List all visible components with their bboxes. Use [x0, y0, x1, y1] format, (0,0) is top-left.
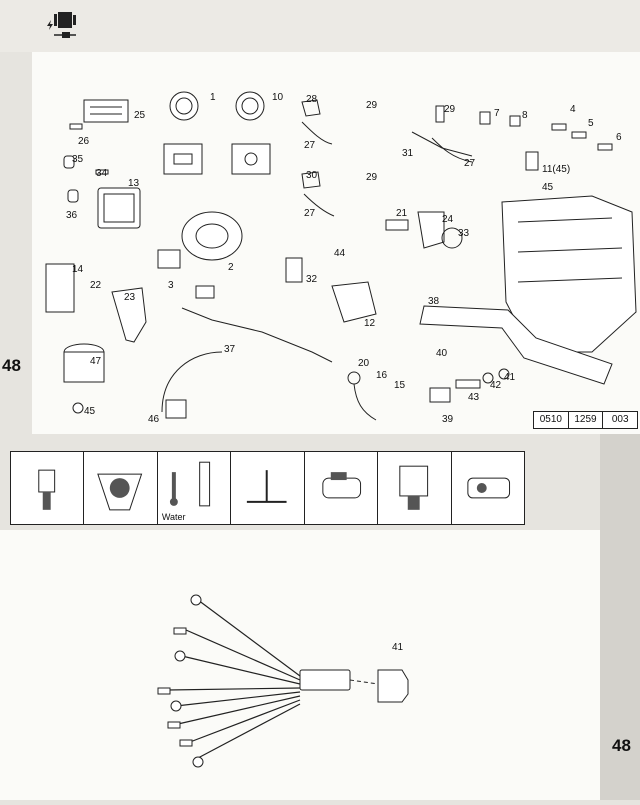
callout-26: 26 — [78, 136, 90, 147]
sensor-32 — [285, 257, 303, 283]
page-edge-tab — [600, 434, 640, 800]
callout-36: 36 — [66, 210, 78, 221]
callout-46: 46 — [148, 414, 160, 425]
callout-28: 28 — [306, 94, 318, 105]
callout-10: 10 — [272, 92, 284, 103]
callout-14: 14 — [72, 264, 84, 275]
sensor-47 — [63, 343, 105, 414]
callout-4: 4 — [570, 104, 576, 115]
cable-harness-37 — [161, 285, 333, 413]
part-number-2: 1259 — [569, 412, 604, 428]
callout-16: 16 — [376, 370, 388, 381]
part-number-1: 0510 — [534, 412, 569, 428]
callout-12: 12 — [364, 318, 376, 329]
connector-46 — [165, 399, 187, 419]
header-strip — [0, 0, 640, 52]
callout-27b: 27 — [304, 208, 316, 219]
brackets-27-28-29-30-31 — [301, 99, 473, 217]
ground-cable-20 — [347, 371, 377, 421]
callout-23: 23 — [124, 292, 136, 303]
sensor-39-43 — [429, 368, 510, 403]
callout-45a: 45 — [542, 182, 554, 193]
alternator-icon — [452, 452, 524, 524]
callout-38: 38 — [428, 296, 440, 307]
wiring-harness-diagram: 41 — [0, 530, 600, 800]
mounting-rail-38 — [419, 305, 613, 385]
callout-24: 24 — [442, 214, 454, 225]
fuel-pump-icon — [378, 452, 452, 524]
callout-25: 25 — [134, 110, 146, 121]
exploded-parts-diagram: 1 2 3 4 5 6 7 8 10 11(45) 12 13 14 15 16… — [32, 52, 640, 434]
callout-2: 2 — [228, 262, 234, 273]
callout-3: 3 — [168, 280, 174, 291]
callout-32: 32 — [306, 274, 318, 285]
callout-31: 31 — [402, 148, 414, 159]
callout-40: 40 — [436, 348, 448, 359]
callout-27a: 27 — [304, 140, 316, 151]
warning-lamp-1 — [163, 91, 203, 175]
part-number-3: 003 — [611, 414, 629, 425]
electrical-system-icon — [47, 12, 76, 38]
callout-11-45: 11(45) — [542, 164, 570, 175]
callout-41: 41 — [504, 372, 516, 383]
callout-20: 20 — [358, 358, 370, 369]
callout-29c: 29 — [444, 104, 456, 115]
callout-15: 15 — [394, 380, 406, 391]
callout-6: 6 — [616, 132, 622, 143]
callout-27c: 27 — [464, 158, 476, 169]
relay-12 — [331, 281, 377, 323]
callout-30: 30 — [306, 170, 318, 181]
callout-42: 42 — [490, 380, 502, 391]
callout-29a: 29 — [366, 100, 378, 111]
callout-34: 34 — [96, 168, 108, 179]
coolant-temp-gauge-icon: Water — [158, 452, 232, 524]
engine-block — [501, 195, 637, 353]
switch-13 — [97, 187, 141, 229]
harness-callout-41: 41 — [392, 642, 404, 653]
page-number-right: 48 — [612, 736, 631, 755]
callout-5: 5 — [588, 118, 594, 129]
callout-29b: 29 — [366, 172, 378, 183]
callout-33: 33 — [458, 228, 470, 239]
warning-lamp-10 — [231, 91, 271, 175]
oil-pressure-switch-icon — [84, 452, 158, 524]
callout-35: 35 — [72, 154, 84, 165]
callout-1: 1 — [210, 92, 216, 103]
callout-22: 22 — [90, 280, 102, 291]
callout-45b: 45 — [84, 406, 96, 417]
fuse-holder-14 — [45, 263, 147, 343]
callout-47: 47 — [90, 356, 102, 367]
callout-13: 13 — [128, 178, 140, 189]
callout-8: 8 — [522, 110, 528, 121]
callout-44: 44 — [334, 248, 346, 259]
water-label: Water — [161, 512, 186, 522]
ignition-switch-2 — [157, 211, 243, 269]
callout-39: 39 — [442, 414, 454, 425]
sender-21-24-33 — [385, 211, 463, 249]
callout-21: 21 — [396, 208, 408, 219]
temperature-sender-icon — [11, 452, 85, 524]
callout-43: 43 — [468, 392, 480, 403]
callout-37: 37 — [224, 344, 236, 355]
page-number-left: 48 — [2, 356, 21, 375]
connector-pins — [63, 123, 109, 203]
terminals-4-5-6-7-8-11 — [435, 105, 613, 171]
ground-connection-icon — [231, 452, 305, 524]
relay-box-25 — [83, 99, 129, 123]
component-icon-row: Water — [10, 451, 525, 525]
part-number-box: 0510 1259 003 — [533, 411, 638, 429]
starter-motor-icon — [305, 452, 379, 524]
callout-7: 7 — [494, 108, 500, 119]
